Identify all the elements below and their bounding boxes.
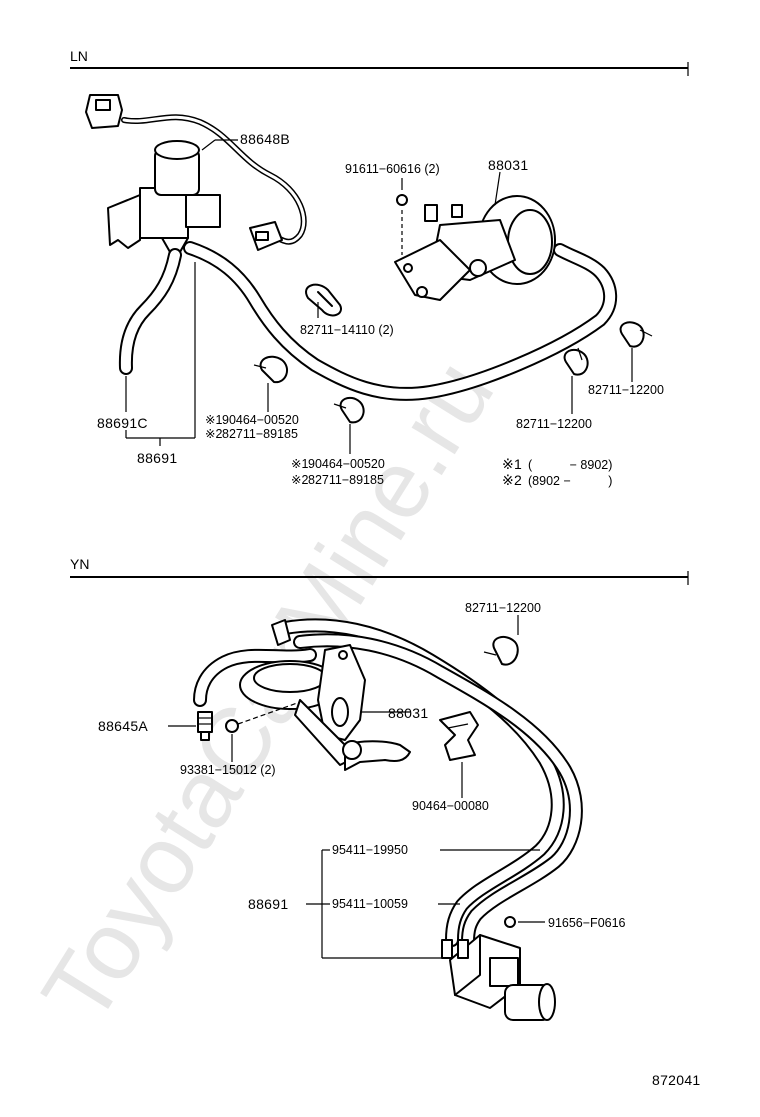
section-title-yn: YN [70, 556, 89, 572]
clip-90464-00080 [439, 711, 479, 761]
label-88691C: 88691C [97, 415, 148, 431]
mark-2-b: ※2 [291, 473, 308, 487]
clamp-90464-00520-a [253, 355, 289, 384]
figure-number: 872041 [652, 1072, 701, 1088]
leader-lines-ln [125, 139, 633, 454]
label-93381-15012: 93381−15012 (2) [180, 763, 276, 777]
label-82711-89185-b: 82711−89185 [308, 473, 384, 487]
label-82711-89185-a: 82711−89185 [222, 427, 298, 441]
note-1-range: ( − 8902) [528, 458, 612, 472]
mark-1-a: ※1 [205, 413, 222, 427]
label-90464-00520-b: 90464−00520 [308, 457, 385, 471]
clamp-90464-00520-b [333, 396, 365, 424]
note-2-mark: ※2 [502, 472, 522, 488]
wire-harness-88648B [85, 94, 307, 251]
vsv-valve-yn [441, 916, 556, 1021]
hose-pair-88691-yn [193, 618, 583, 949]
label-91656-F0616: 91656−F0616 [548, 916, 626, 930]
clamp-82711-12200-a [563, 347, 589, 376]
vsv-valve-ln [107, 140, 221, 253]
note-1-mark: ※1 [502, 456, 522, 472]
label-82711-12200-left: 82711−12200 [516, 417, 592, 431]
actuator-88031-ln [394, 194, 556, 301]
label-82711-12200-yn: 82711−12200 [465, 601, 541, 615]
label-88645A: 88645A [98, 718, 148, 734]
actuator-88031-yn [239, 619, 411, 771]
section-title-ln: LN [70, 48, 88, 64]
label-91611-60616: 91611−60616 (2) [345, 162, 440, 176]
label-90464-00080: 90464−00080 [412, 799, 489, 813]
label-82711-12200-right: 82711−12200 [588, 383, 664, 397]
label-88648B: 88648B [240, 131, 290, 147]
gasket-93381 [225, 701, 301, 733]
clamp-82711-12200-yn [483, 635, 519, 666]
mark-2-a: ※2 [205, 427, 222, 441]
label-95411-19950: 95411−19950 [332, 843, 408, 857]
clamp-82711-14110 [305, 283, 342, 317]
hose-88691C [118, 248, 182, 375]
hose-88691-long [183, 241, 618, 401]
label-88031-yn: 88031 [388, 705, 428, 721]
mark-1-b: ※1 [291, 457, 308, 471]
clamp-82711-12200-b [619, 321, 653, 348]
label-82711-14110: 82711−14110 (2) [300, 323, 394, 337]
label-90464-00520-a: 90464−00520 [222, 413, 299, 427]
label-88031-ln: 88031 [488, 157, 528, 173]
label-95411-10059: 95411−10059 [332, 897, 408, 911]
leader-lines-yn [168, 615, 545, 959]
label-88691-yn: 88691 [248, 896, 288, 912]
sensor-88645A [197, 711, 213, 741]
label-88691-ln: 88691 [137, 450, 177, 466]
note-2-range: (8902 − ) [528, 474, 612, 488]
